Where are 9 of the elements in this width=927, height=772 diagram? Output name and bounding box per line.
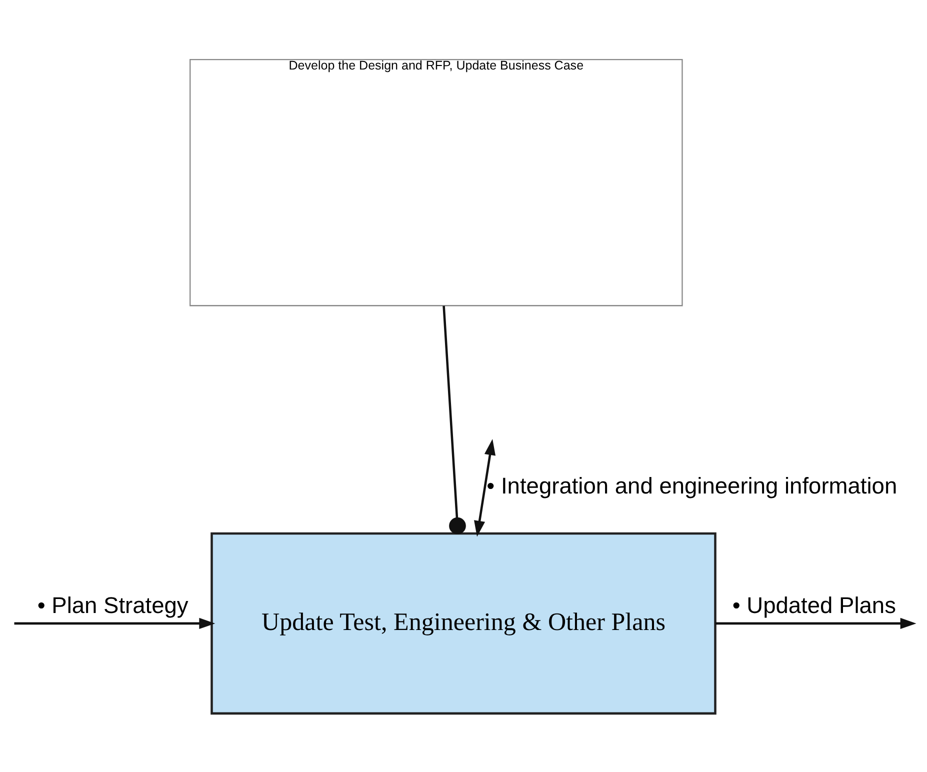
edge-label: • Plan Strategy bbox=[37, 592, 188, 618]
arrow bbox=[715, 617, 916, 629]
arrow bbox=[474, 438, 496, 536]
node-box: Update Test, Engineering & Other Plans bbox=[210, 532, 716, 714]
node-box: Develop the Design and RFP, Update Business Case bbox=[190, 58, 683, 306]
connector bbox=[442, 305, 466, 534]
edge-label: • Integration and engineering information bbox=[486, 472, 898, 498]
arrow bbox=[14, 617, 216, 629]
edge-label: • Updated Plans bbox=[732, 592, 896, 618]
